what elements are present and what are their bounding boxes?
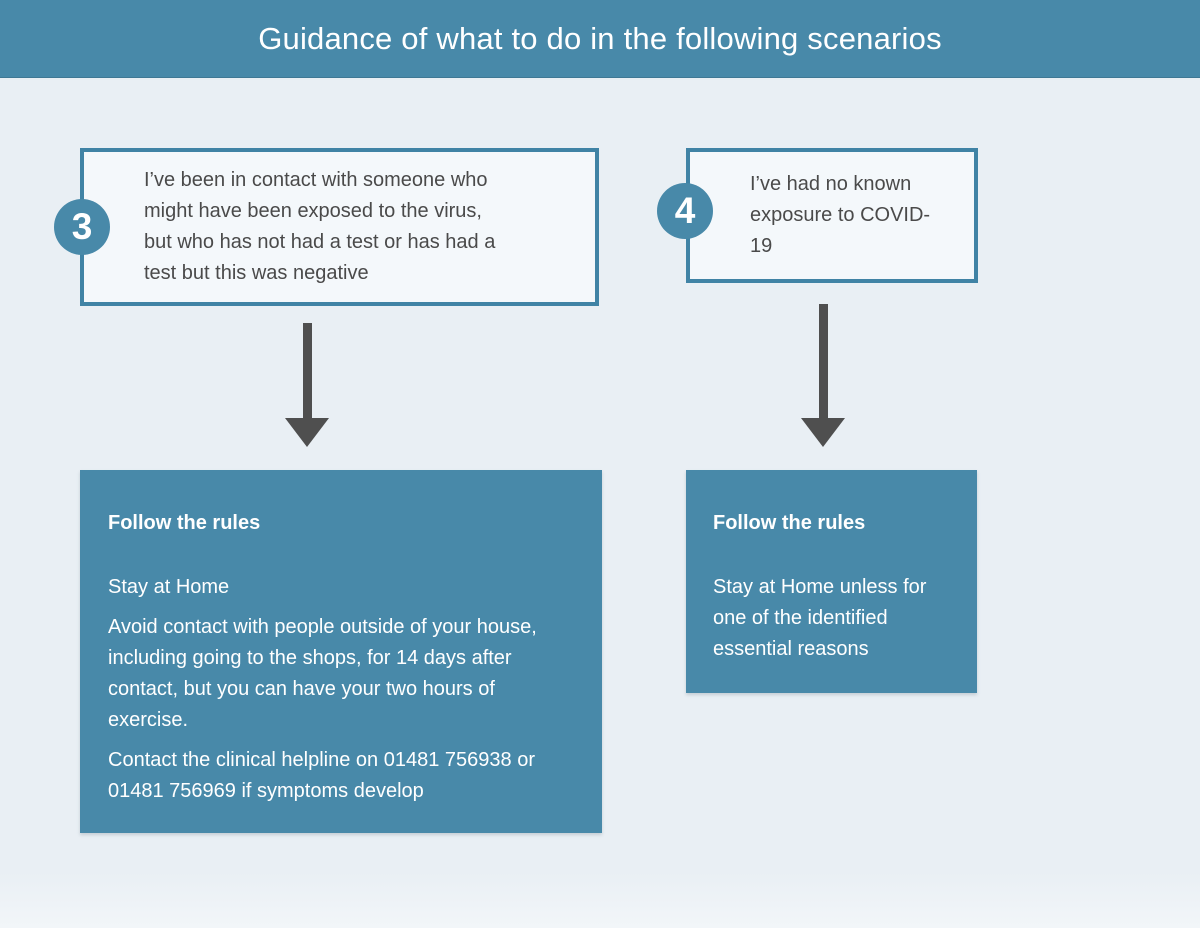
outcome-paragraph: Stay at Home unless for one of the ident… bbox=[713, 576, 927, 660]
scenario-3-box: I’ve been in contact with someone who mi… bbox=[80, 148, 599, 306]
scenario-4-number: 4 bbox=[674, 190, 696, 231]
arrow-shaft bbox=[302, 323, 312, 418]
arrow-shaft bbox=[818, 304, 828, 418]
scenario-4-outcome-box: Follow the rules Stay at Home unless for… bbox=[686, 470, 977, 693]
scenario-3-number: 3 bbox=[71, 206, 93, 247]
outcome-heading: Follow the rules bbox=[713, 512, 866, 534]
outcome-paragraph: Stay at Home bbox=[108, 576, 230, 598]
arrow-down-right-icon bbox=[801, 304, 845, 447]
arrow-down-left-icon bbox=[285, 323, 329, 447]
page-title: Guidance of what to do in the following … bbox=[258, 20, 942, 56]
outcome-paragraph: Contact the clinical helpline on 01481 7… bbox=[108, 749, 535, 802]
scenario-4-number-badge: 4 bbox=[657, 183, 713, 239]
arrow-head bbox=[285, 418, 329, 447]
scenario-4-box: I’ve had no known exposure to COVID-19 bbox=[686, 148, 978, 283]
arrow-head bbox=[801, 418, 845, 447]
outcome-paragraph: Avoid contact with people outside of you… bbox=[108, 616, 537, 731]
title-bar: Guidance of what to do in the following … bbox=[0, 0, 1200, 78]
scenario-3-description: I’ve been in contact with someone who mi… bbox=[144, 169, 496, 284]
scenario-3-outcome-box: Follow the rules Stay at Home Avoid cont… bbox=[80, 470, 602, 833]
scenario-3-number-badge: 3 bbox=[54, 199, 110, 255]
outcome-heading: Follow the rules bbox=[108, 512, 261, 534]
scenario-4-description: I’ve had no known exposure to COVID-19 bbox=[750, 173, 931, 257]
